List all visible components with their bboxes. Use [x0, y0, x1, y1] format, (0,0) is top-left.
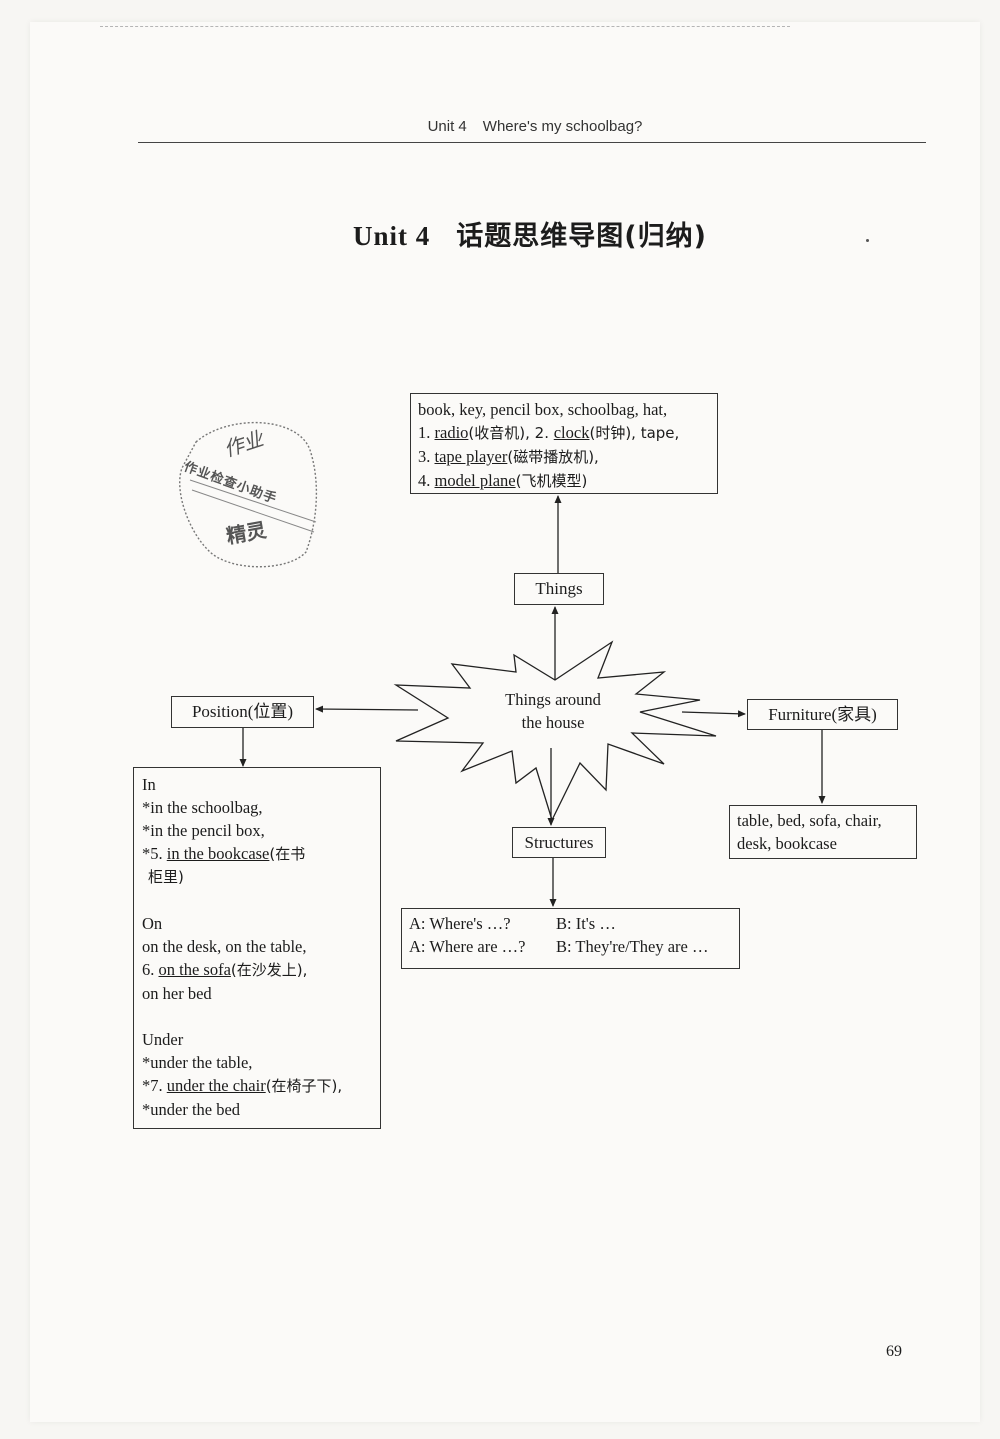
- page-number: 69: [886, 1343, 902, 1360]
- things-cn3: (磁带播放机),: [507, 448, 599, 466]
- position-under2: *7. under the chair(在椅子下),: [142, 1074, 372, 1098]
- position-in3b: 柜里): [148, 868, 184, 886]
- header-rule: [138, 142, 926, 143]
- furniture-label: Furniture(家具): [747, 699, 898, 730]
- furniture-line2: desk, bookcase: [737, 834, 837, 853]
- position-on2: 6. on the sofa(在沙发上),: [142, 958, 372, 982]
- position-num7: *7.: [142, 1076, 167, 1095]
- things-num1: 1.: [418, 423, 435, 442]
- position-in-heading: In: [142, 775, 156, 794]
- running-header-title: Where's my schoolbag?: [482, 118, 643, 135]
- things-line3: 3. tape player(磁带播放机),: [418, 445, 710, 469]
- title-topic: 话题思维导图(归纳): [456, 221, 707, 252]
- stamp-outline: [179, 421, 318, 568]
- answer-clock: clock: [553, 423, 590, 442]
- things-line1: book, key, pencil box, schoolbag, hat,: [418, 400, 668, 419]
- position-in3: *5. in the bookcase(在书: [142, 842, 372, 866]
- hub-label: Things around the house: [480, 688, 626, 734]
- connector-hub-to-furniture: [681, 710, 746, 718]
- structures-b2: B: They're/They are …: [556, 937, 709, 956]
- position-cn6: (在沙发上),: [230, 961, 308, 979]
- position-box: In *in the schoolbag, *in the pencil box…: [133, 767, 381, 1129]
- position-on1: on the desk, on the table,: [142, 937, 307, 956]
- running-header: Unit 4 Where's my schoolbag?: [0, 118, 1000, 135]
- hub-label-line1: Things around: [505, 690, 601, 709]
- position-under-heading: Under: [142, 1030, 184, 1049]
- position-label: Position(位置): [171, 696, 314, 728]
- position-under1: *under the table,: [142, 1053, 253, 1072]
- answer-model-plane: model plane: [434, 471, 516, 490]
- things-cn1: (收音机), 2.: [468, 424, 554, 442]
- structures-box: A: Where's …? B: It's … A: Where are …? B:…: [401, 908, 740, 969]
- position-num5: *5.: [142, 844, 167, 863]
- answer-on-the-sofa: on the sofa: [158, 960, 231, 979]
- things-cn2: (时钟), tape,: [589, 424, 680, 442]
- position-in2: *in the pencil box,: [142, 821, 265, 840]
- things-cn4: (飞机模型): [515, 472, 588, 490]
- position-num6: 6.: [142, 960, 159, 979]
- structures-row2: A: Where are …? B: They're/They are …: [409, 935, 732, 958]
- answer-radio: radio: [434, 423, 469, 442]
- things-label: Things: [514, 573, 604, 605]
- structures-row1: A: Where's …? B: It's …: [409, 912, 732, 935]
- position-cn5: (在书: [269, 845, 306, 863]
- title-unit: Unit 4: [353, 221, 431, 251]
- furniture-box: table, bed, sofa, chair, desk, bookcase: [729, 805, 917, 859]
- structures-a2: A: Where are …?: [409, 937, 526, 956]
- things-line4: 4. model plane(飞机模型): [418, 469, 710, 493]
- things-box: book, key, pencil box, schoolbag, hat, 1…: [410, 393, 718, 494]
- position-on3: on her bed: [142, 984, 212, 1003]
- things-num4: 4.: [418, 471, 435, 490]
- position-under3: *under the bed: [142, 1100, 241, 1119]
- connector-hub-to-position: [315, 705, 419, 713]
- position-in1: *in the schoolbag,: [142, 798, 263, 817]
- hub-label-line2: the house: [521, 713, 585, 732]
- answer-under-the-chair: under the chair: [166, 1076, 266, 1095]
- top-dashed-rule: [100, 26, 790, 27]
- things-num3: 3.: [418, 447, 435, 466]
- answer-in-the-bookcase: in the bookcase: [166, 844, 270, 863]
- furniture-line1: table, bed, sofa, chair,: [737, 811, 882, 830]
- structures-a1: A: Where's …?: [409, 914, 511, 933]
- structures-b1: B: It's …: [556, 914, 616, 933]
- position-cn7: (在椅子下),: [265, 1077, 343, 1095]
- things-line2: 1. radio(收音机), 2. clock(时钟), tape,: [418, 421, 710, 445]
- running-header-unit: Unit 4: [427, 118, 467, 135]
- stray-dot: [866, 239, 869, 242]
- page-title: Unit 4 话题思维导图(归纳): [0, 214, 1000, 253]
- position-on-heading: On: [142, 914, 163, 933]
- answer-tape-player: tape player: [434, 447, 508, 466]
- homework-helper-stamp: 作业 作业检查小助手 精灵: [168, 410, 328, 580]
- structures-label: Structures: [512, 827, 606, 858]
